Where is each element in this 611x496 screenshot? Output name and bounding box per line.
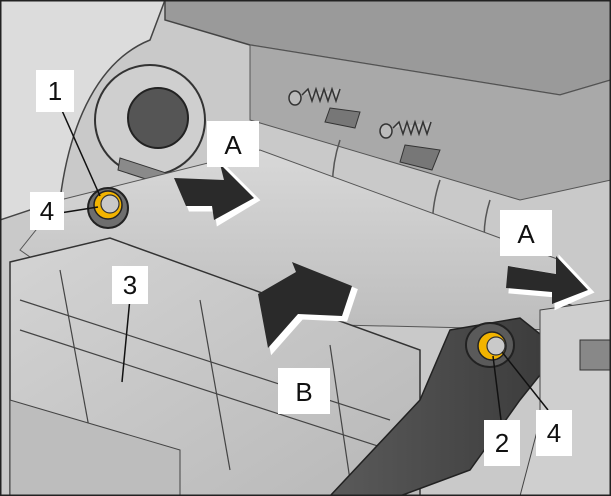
tray-front xyxy=(9,399,181,496)
callout-a-right: A xyxy=(517,219,535,249)
callout-4-left-box xyxy=(30,192,64,230)
arrow-a-right xyxy=(506,254,595,311)
arrow-a-top xyxy=(174,161,261,227)
callout-4-left: 4 xyxy=(40,196,54,226)
callout-1-box xyxy=(36,70,74,112)
spring-right xyxy=(379,119,432,139)
callout-3: 3 xyxy=(123,270,137,300)
callout-2-box xyxy=(484,420,520,466)
spring-clip-right xyxy=(399,144,441,171)
callout-a-right-box xyxy=(500,210,552,256)
spring-left xyxy=(288,86,341,106)
callout-2: 2 xyxy=(495,428,509,458)
right-pin xyxy=(465,322,515,368)
callout-3-box xyxy=(112,266,148,304)
right-shaft-end xyxy=(579,339,611,371)
callout-4-right-box xyxy=(536,410,572,456)
left-pin xyxy=(87,187,129,229)
callout-b: B xyxy=(295,377,312,407)
callout-b-box xyxy=(278,368,330,414)
spring-clip-left xyxy=(324,107,361,129)
callout-a-top: A xyxy=(224,130,242,160)
callout-4-right: 4 xyxy=(547,418,561,448)
leader-lines xyxy=(59,105,549,421)
callout-1: 1 xyxy=(48,76,62,106)
left-bearing-hole xyxy=(127,87,189,149)
arrow-b xyxy=(258,262,358,356)
callout-a-top-box xyxy=(207,121,259,167)
